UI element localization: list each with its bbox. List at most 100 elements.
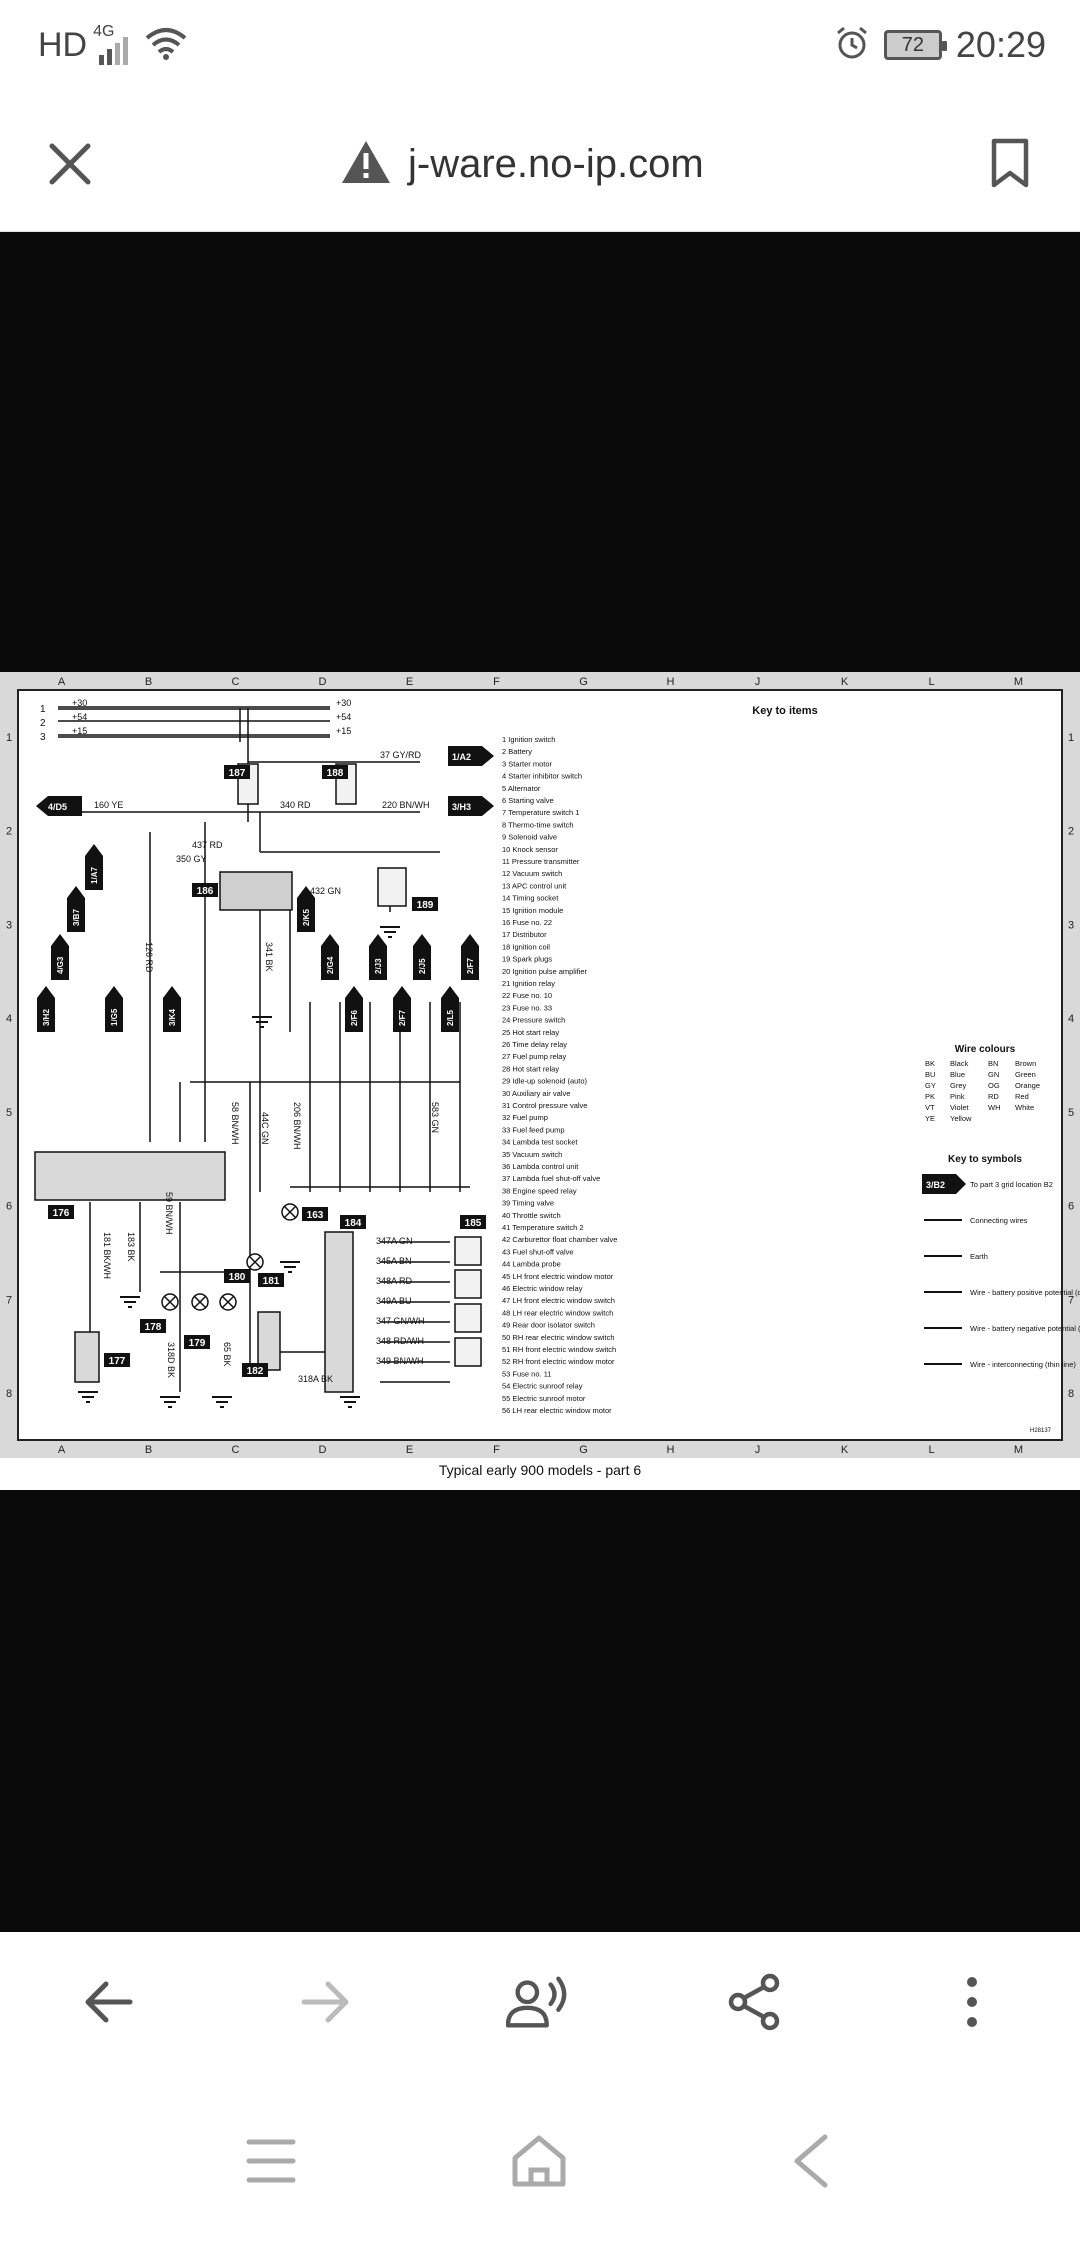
grid-col-bottom: G bbox=[579, 1444, 588, 1456]
bookmark-icon[interactable] bbox=[982, 132, 1038, 194]
wire-label: 583 GN bbox=[430, 1102, 440, 1133]
supply-label-right: +15 bbox=[336, 726, 351, 736]
component-tag-bg bbox=[460, 1215, 486, 1229]
grid-col-top: F bbox=[493, 676, 500, 688]
grid-row-right: 3 bbox=[1068, 919, 1074, 931]
component-tag-bg bbox=[258, 1273, 284, 1287]
arrow-reference-shape bbox=[163, 986, 181, 1032]
grid-row-left: 5 bbox=[6, 1107, 12, 1119]
arrow-reference-shape bbox=[297, 886, 315, 932]
key-item: 25 Hot start relay bbox=[502, 1028, 559, 1037]
grid-col-top: K bbox=[841, 676, 849, 688]
wire-colour-cell: GY bbox=[925, 1081, 936, 1090]
wire-label: 220 BN/WH bbox=[382, 800, 430, 810]
grid-col-bottom: K bbox=[841, 1444, 849, 1456]
arrow-reference-shape bbox=[85, 844, 103, 890]
hd-indicator: HD bbox=[38, 26, 88, 64]
wire-label: 44C GN bbox=[260, 1112, 270, 1145]
wire-label: 347A GN bbox=[376, 1236, 413, 1246]
symbol-arrow-shape bbox=[922, 1174, 966, 1194]
earth-symbols bbox=[78, 926, 400, 1408]
url-text[interactable]: j-ware.no-ip.com bbox=[408, 141, 704, 186]
wire-label: 37 GY/RD bbox=[380, 750, 422, 760]
supply-label-left: +54 bbox=[72, 712, 87, 722]
home-icon[interactable] bbox=[504, 2126, 574, 2196]
arrow-reference-label: 2/J3 bbox=[374, 958, 383, 974]
key-item: 3 Starter motor bbox=[502, 759, 553, 768]
grid-col-top: C bbox=[232, 676, 240, 688]
arrow-reference-shape bbox=[105, 986, 123, 1032]
key-item: 9 Solenoid valve bbox=[502, 833, 557, 842]
arrow-reference-label: 2/F7 bbox=[398, 1009, 407, 1026]
arrow-reference-label: 4/D5 bbox=[48, 802, 67, 812]
forward-arrow-icon[interactable] bbox=[294, 1970, 358, 2034]
key-item: 12 Vacuum switch bbox=[502, 869, 562, 878]
network-gen-label: 4G bbox=[93, 22, 115, 40]
key-item: 41 Temperature switch 2 bbox=[502, 1223, 584, 1232]
grid-row-left: 7 bbox=[6, 1294, 12, 1306]
warning-icon[interactable] bbox=[340, 139, 392, 190]
arrow-reference-label: 3/K4 bbox=[168, 1009, 177, 1026]
grid-col-bottom: L bbox=[928, 1444, 934, 1456]
diagram-caption: Typical early 900 models - part 6 bbox=[438, 1462, 642, 1478]
system-back-icon[interactable] bbox=[776, 2126, 846, 2196]
key-item: 15 Ignition module bbox=[502, 906, 563, 915]
grid-row-right: 5 bbox=[1068, 1107, 1074, 1119]
wifi-icon bbox=[143, 26, 189, 65]
supply-number: 1 bbox=[40, 704, 46, 715]
grid-row-left: 8 bbox=[6, 1388, 12, 1400]
component-tag-bg bbox=[184, 1335, 210, 1349]
key-item: 36 Lambda control unit bbox=[502, 1162, 579, 1171]
more-vert-icon[interactable] bbox=[940, 1970, 1004, 2034]
status-right: 72 20:29 bbox=[834, 24, 1046, 66]
key-item: 20 Ignition pulse amplifier bbox=[502, 967, 588, 976]
key-item: 16 Fuse no. 22 bbox=[502, 918, 552, 927]
arrow-reference-label: 4/G3 bbox=[56, 956, 65, 974]
key-item: 47 LH front electric window switch bbox=[502, 1296, 615, 1305]
component-boxes bbox=[34, 763, 482, 1393]
grid-row-left: 4 bbox=[6, 1013, 12, 1025]
wire-colour-cell: Orange bbox=[1015, 1081, 1040, 1090]
wire-colour-cell: BK bbox=[925, 1059, 935, 1068]
key-item: 37 Lambda fuel shut-off valve bbox=[502, 1174, 600, 1183]
key-item: 43 Fuel shut-off valve bbox=[502, 1247, 574, 1256]
battery-icon: 72 bbox=[883, 30, 947, 60]
wire-label: 348 RD/WH bbox=[376, 1336, 424, 1346]
alarm-icon bbox=[834, 25, 870, 66]
key-item: 42 Carburettor float chamber valve bbox=[502, 1235, 617, 1244]
grid-row-left: 1 bbox=[6, 732, 12, 744]
wire-label: 58 BN/WH bbox=[230, 1102, 240, 1145]
key-item: 40 Throttle switch bbox=[502, 1211, 561, 1220]
key-item: 30 Auxiliary air valve bbox=[502, 1089, 570, 1098]
arrow-reference-shape bbox=[448, 796, 494, 816]
component-tag-bg bbox=[48, 1205, 74, 1219]
url-bar[interactable]: j-ware.no-ip.com bbox=[340, 136, 704, 192]
grid-row-right: 7 bbox=[1068, 1294, 1074, 1306]
share-icon[interactable] bbox=[722, 1970, 786, 2034]
wire-colours-title: Wire colours bbox=[955, 1044, 1016, 1055]
wire-label: 350 GY bbox=[176, 854, 207, 864]
key-item: 50 RH rear electric window switch bbox=[502, 1333, 615, 1342]
arrow-reference-shape bbox=[36, 796, 82, 816]
close-icon[interactable] bbox=[42, 136, 98, 192]
wire-label: 345A BN bbox=[376, 1256, 412, 1266]
symbol-text: To part 3 grid location B2 bbox=[970, 1180, 1053, 1189]
arrow-reference-label: 1/G5 bbox=[110, 1008, 119, 1026]
wire-label: 432 GN bbox=[310, 886, 341, 896]
arrow-reference-shape bbox=[461, 934, 479, 980]
read-aloud-icon[interactable] bbox=[506, 1970, 570, 2034]
grid-row-left: 3 bbox=[6, 919, 12, 931]
back-arrow-icon[interactable] bbox=[76, 1970, 140, 2034]
key-item: 56 LH rear electric window motor bbox=[502, 1406, 612, 1415]
arrow-reference-shape bbox=[37, 986, 55, 1032]
grid-row-left: 2 bbox=[6, 826, 12, 838]
component-tag-bg bbox=[322, 765, 348, 779]
grid-col-top: M bbox=[1014, 676, 1023, 688]
recents-icon[interactable] bbox=[236, 2126, 306, 2196]
key-item: 29 Idle-up solenoid (auto) bbox=[502, 1077, 588, 1086]
key-item: 22 Fuse no. 10 bbox=[502, 991, 552, 1000]
grid-col-top: H bbox=[667, 676, 675, 688]
wire-colour-cell: VT bbox=[925, 1103, 935, 1112]
